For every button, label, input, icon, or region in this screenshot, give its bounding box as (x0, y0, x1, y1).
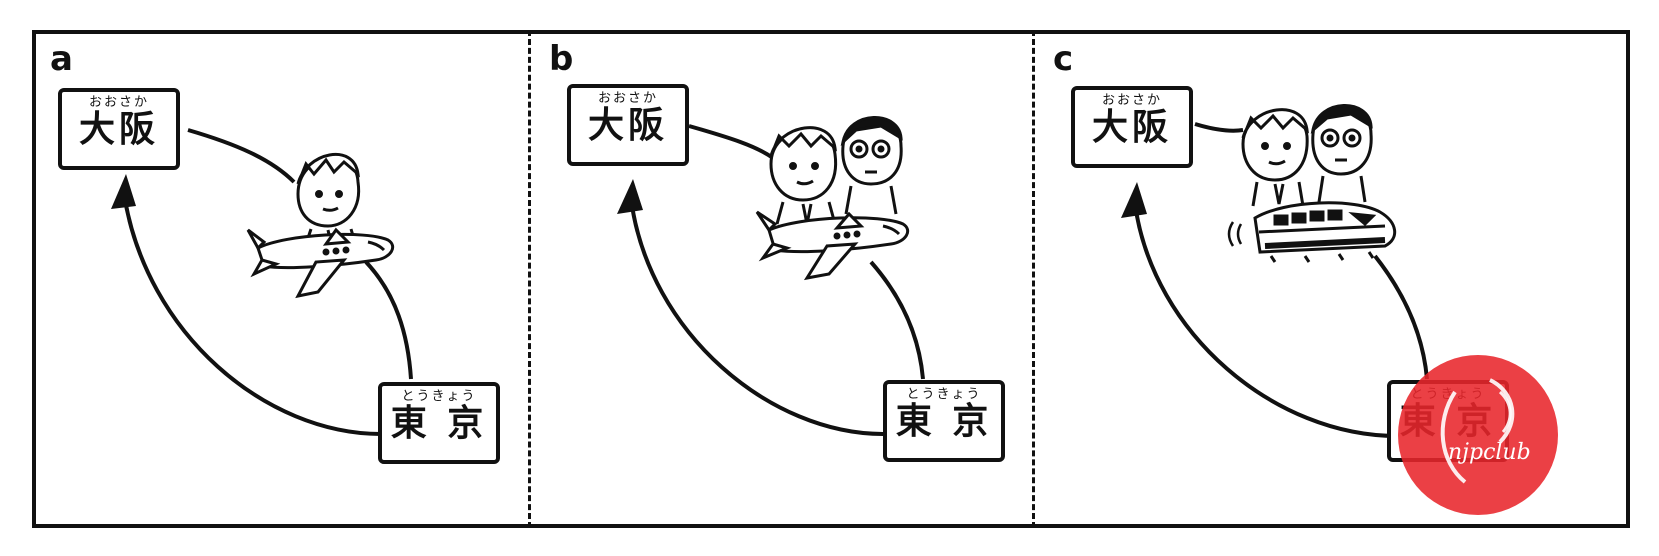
route-line (1194, 122, 1244, 133)
panel-divider (1032, 30, 1035, 528)
route-line (187, 128, 296, 184)
osaka-furigana: おおさか (88, 95, 149, 110)
bullet-train-icon (1227, 201, 1396, 263)
watermark-text: njpclub (1448, 440, 1531, 465)
panel-letter: a (50, 39, 73, 79)
osaka-sign: おおさか 大阪 (58, 88, 180, 170)
businessman-icon (769, 126, 838, 225)
comic-frame (32, 30, 1630, 528)
route-line (869, 260, 925, 380)
route-line (364, 260, 413, 380)
tokyo-furigana: とうきょう (906, 387, 982, 402)
route-illustration (111, 128, 413, 436)
osaka-label: 大阪 (1091, 106, 1172, 148)
tokyo-sign: とうきょう 東 京 (378, 382, 500, 464)
osaka-sign: おおさか 大阪 (567, 84, 689, 166)
osaka-furigana: おおさか (597, 91, 658, 106)
route-arrow-line (122, 193, 382, 436)
panel-letter: c (1053, 39, 1074, 79)
businessman-icon (1241, 108, 1309, 207)
route-illustration (617, 116, 925, 436)
tokyo-label: 東 京 (895, 400, 993, 442)
route-line (688, 124, 775, 160)
arrow-head-icon (1121, 182, 1147, 218)
route-arrow-line (629, 198, 884, 436)
arrow-head-icon (111, 174, 136, 209)
osaka-sign: おおさか 大阪 (1071, 86, 1193, 168)
businessman-icon (296, 153, 361, 249)
route-illustration (1121, 104, 1429, 438)
tokyo-label: 東 京 (390, 402, 488, 444)
osaka-label: 大阪 (587, 104, 668, 146)
airplane-icon (246, 227, 395, 299)
airplane-icon (755, 210, 910, 281)
osaka-furigana: おおさか (1101, 93, 1162, 108)
person-with-glasses-icon (1310, 104, 1373, 203)
arrow-head-icon (617, 179, 643, 214)
tokyo-sign: とうきょう 東 京 (883, 380, 1005, 462)
person-with-glasses-icon (840, 116, 903, 215)
panel-divider (528, 30, 531, 528)
route-line (1373, 254, 1429, 380)
panel-letter: b (549, 39, 574, 79)
tokyo-furigana: とうきょう (401, 389, 477, 404)
osaka-label: 大阪 (78, 108, 159, 150)
route-arrow-line (1133, 203, 1398, 438)
njpclub-watermark-logo (1398, 355, 1558, 515)
panel-a: a おおさか (36, 34, 528, 524)
panel-b: b (531, 34, 1031, 524)
